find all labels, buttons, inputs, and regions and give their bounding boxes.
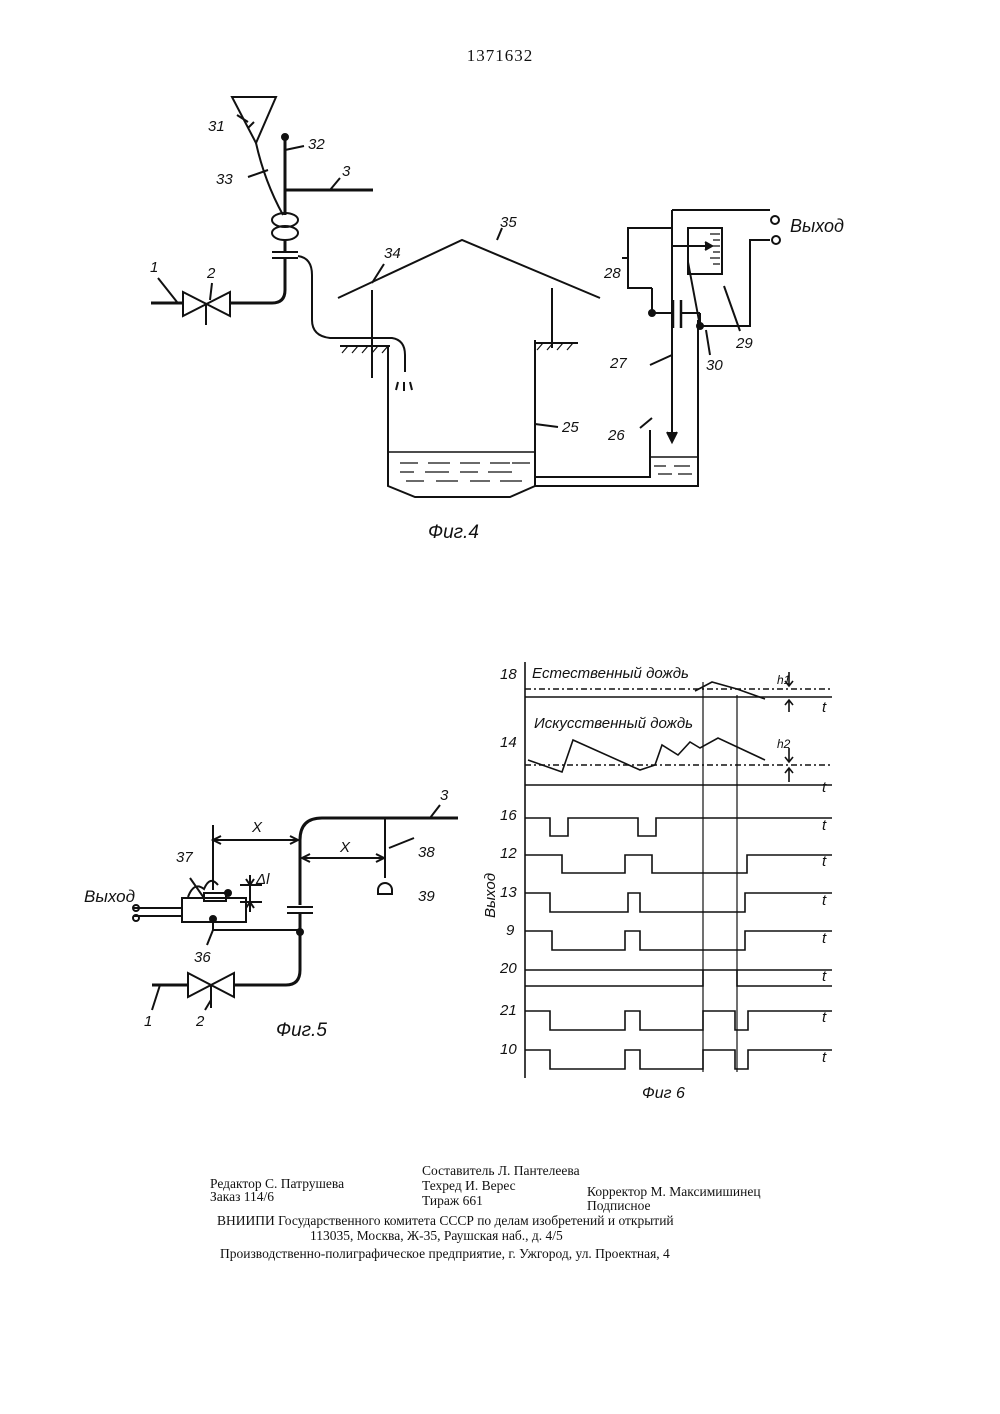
circulation: Тираж 661 xyxy=(422,1193,483,1209)
row-label-9: 9 xyxy=(506,922,515,939)
natural-rain-label: Естественный дождь xyxy=(532,665,689,682)
artificial-rain-label: Искусственный дождь xyxy=(534,715,693,732)
printer: Производственно-полиграфическое предприя… xyxy=(220,1246,670,1262)
row-label-13: 13 xyxy=(500,884,517,901)
vniipi: ВНИИПИ Государственного комитета СССР по… xyxy=(217,1213,674,1229)
t-label: t xyxy=(822,779,827,796)
row-label-16: 16 xyxy=(500,807,517,824)
row-label-21: 21 xyxy=(499,1002,517,1019)
t-label: t xyxy=(822,817,827,834)
address: 113035, Москва, Ж-35, Раушская наб., д. … xyxy=(310,1228,563,1244)
t-label: t xyxy=(822,930,827,947)
row-label-18: 18 xyxy=(500,666,517,683)
t-label: t xyxy=(822,892,827,909)
h1-label: h1 xyxy=(777,673,790,687)
figure-6-caption: Фиг 6 xyxy=(642,1085,685,1102)
row-label-20: 20 xyxy=(499,960,517,977)
row-label-10: 10 xyxy=(500,1041,517,1058)
row-label-14: 14 xyxy=(500,734,517,751)
figure-6: 18 14 16 12 13 9 20 21 10 Естественный д… xyxy=(0,0,1000,1110)
vertical-output-label: Выход xyxy=(482,873,499,918)
order: Заказ 114/6 xyxy=(210,1189,274,1205)
t-label: t xyxy=(822,699,827,716)
techred: Техред И. Верес xyxy=(422,1178,516,1194)
h2-label: h2 xyxy=(777,737,791,751)
row-label-12: 12 xyxy=(500,845,517,862)
subscription: Подписное xyxy=(587,1198,651,1214)
compiler: Составитель Л. Пантелеева xyxy=(422,1163,580,1179)
t-label: t xyxy=(822,1049,827,1066)
